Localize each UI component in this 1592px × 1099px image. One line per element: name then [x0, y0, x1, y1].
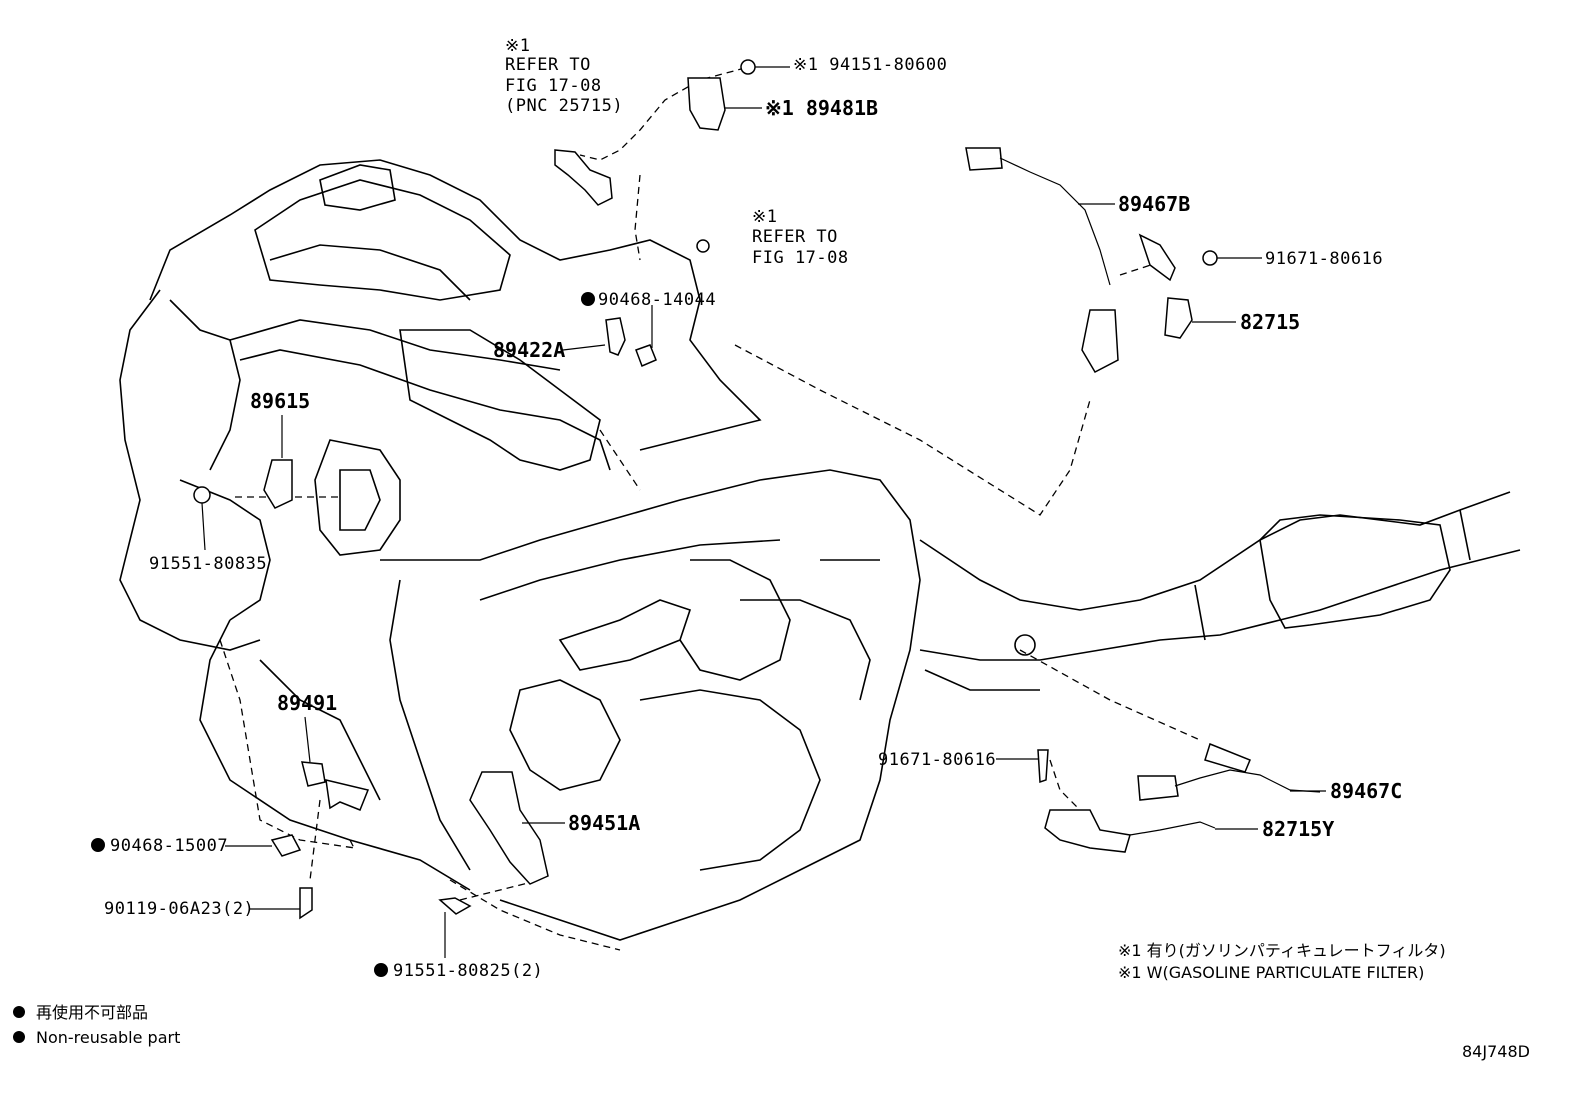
- notes: ※1 有り(ガソリンパティキュレートフィルタ) ※1 W(GASOLINE PA…: [1118, 941, 1446, 982]
- engine-assembly-drawing: [119, 159, 921, 951]
- knock-sensor-89615-icon: [263, 459, 293, 509]
- oxygen-sensor-89467b-icon: [965, 147, 1003, 171]
- part-91671-top-label[interactable]: 91671-80616: [1265, 249, 1383, 269]
- callout-labels: ※1 REFER TO FIG 17-08 (PNC 25715) ※1 941…: [91, 36, 1402, 981]
- assembly-lines: [235, 67, 1201, 901]
- sensor-89422a-icon: [605, 317, 626, 356]
- part-91551-80825-label[interactable]: 91551-80825(2): [393, 961, 543, 981]
- part-89451a-label[interactable]: 89451A: [568, 811, 640, 835]
- part-90119-label[interactable]: 90119-06A23(2): [104, 899, 254, 919]
- exhaust-pipe-drawing: [919, 491, 1521, 691]
- bolt-91551-80835-icon: [193, 486, 211, 504]
- non-reusable-marker-icon: [374, 963, 388, 977]
- refer-mid-line1: ※1: [752, 207, 777, 227]
- non-reusable-marker-icon: [581, 292, 595, 306]
- part-91671-bottom-label[interactable]: 91671-80616: [878, 750, 996, 770]
- label-leaders: [201, 66, 1326, 958]
- sensor-89491-icon: [301, 761, 326, 787]
- clip-90468-14044-icon: [635, 344, 657, 367]
- part-89467c-label[interactable]: 89467C: [1330, 779, 1402, 803]
- legend-marker-icon: [13, 1031, 25, 1043]
- part-90468-14044-label[interactable]: 90468-14044: [598, 290, 716, 310]
- bracket-82715y-icon: [1044, 809, 1131, 853]
- refer-top-line4: (PNC 25715): [505, 96, 623, 116]
- legend-japanese: 再使用不可部品: [36, 1003, 148, 1022]
- bracket-82715-icon: [1164, 297, 1193, 339]
- refer-top-line2: REFER TO: [505, 55, 591, 75]
- refer-top-line1: ※1: [505, 36, 530, 56]
- nut-mid-icon: [696, 239, 710, 253]
- part-89422a-label[interactable]: 89422A: [493, 338, 565, 362]
- part-89481b-label[interactable]: ※1 89481B: [765, 96, 878, 120]
- parts: [193, 59, 1321, 920]
- bracket-top-icon: [554, 149, 613, 206]
- legend-english: Non-reusable part: [36, 1028, 180, 1047]
- part-89467b-label[interactable]: 89467B: [1118, 192, 1190, 216]
- legend-marker-icon: [13, 1006, 25, 1018]
- refer-top-line3: FIG 17-08: [505, 76, 602, 96]
- part-90468-15007-label[interactable]: 90468-15007: [110, 836, 228, 856]
- sensor-89481b-icon: [687, 77, 726, 131]
- diagram-code: 84J748D: [1462, 1042, 1530, 1061]
- part-89491-label[interactable]: 89491: [277, 691, 337, 715]
- bolt-91551-80825-icon: [438, 897, 472, 915]
- switch-89451a-icon: [469, 771, 549, 885]
- bolt-91671-top-icon: [1202, 250, 1218, 266]
- note-japanese: ※1 有り(ガソリンパティキュレートフィルタ): [1118, 941, 1446, 960]
- bolt-90119-icon: [299, 887, 313, 920]
- bolt-91671-bottom-icon: [1037, 749, 1049, 784]
- refer-mid-line2: REFER TO: [752, 227, 838, 247]
- refer-mid-line3: FIG 17-08: [752, 248, 849, 268]
- non-reusable-marker-icon: [91, 838, 105, 852]
- part-89615-label[interactable]: 89615: [250, 389, 310, 413]
- legend: 再使用不可部品 Non-reusable part: [13, 1003, 180, 1047]
- part-82715y-label[interactable]: 82715Y: [1262, 817, 1334, 841]
- part-82715-label[interactable]: 82715: [1240, 310, 1300, 334]
- note-english: ※1 W(GASOLINE PARTICULATE FILTER): [1118, 963, 1424, 982]
- part-94151-label[interactable]: ※1 94151-80600: [793, 55, 947, 75]
- part-91551-80835-label[interactable]: 91551-80835: [149, 554, 267, 574]
- nut-94151-icon: [740, 59, 756, 75]
- clip-90468-15007-icon: [270, 834, 302, 857]
- oxygen-sensor-89467c-icon: [1137, 775, 1179, 801]
